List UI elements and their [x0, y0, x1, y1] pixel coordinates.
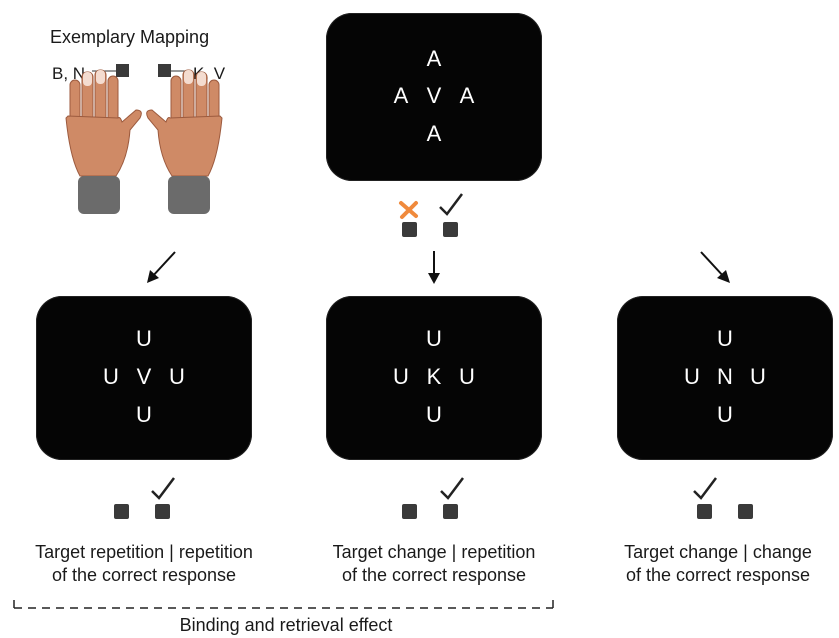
- probe3-caption-line1: Target change | change: [624, 542, 812, 562]
- probe2-caption-line1: Target change | repetition: [332, 542, 536, 562]
- prime-letter-top: A: [426, 46, 442, 71]
- prime-letter-left: A: [393, 83, 409, 108]
- probe1-caption-line1: Target repetition | repetition: [35, 542, 253, 562]
- probe2-letter-top: U: [426, 326, 442, 351]
- probe1-caption-line2: of the correct response: [51, 565, 237, 585]
- probe3-letter-right: U: [750, 364, 766, 389]
- probe3-key-left: [697, 504, 712, 519]
- cross-icon: [399, 201, 418, 219]
- probe1-letter-left: U: [103, 364, 119, 389]
- probe2-key-right: [443, 504, 458, 519]
- probe2-letter-left: U: [393, 364, 409, 389]
- probe3-letter-bottom: U: [717, 402, 733, 427]
- probe2-letter-bottom: U: [426, 402, 442, 427]
- mapping-title: Exemplary Mapping: [50, 27, 210, 47]
- bracket-label: Binding and retrieval effect: [179, 615, 393, 635]
- probe-screen-1: U U V U U: [36, 296, 252, 460]
- prime-key-left: [402, 222, 417, 237]
- probe1-key-right: [155, 504, 170, 519]
- hands-image: [65, 64, 223, 214]
- probe3-letter-left: U: [684, 364, 700, 389]
- checkmark-icon: [440, 477, 464, 500]
- prime-key-right: [443, 222, 458, 237]
- arrow-icon: [700, 251, 730, 283]
- prime-letter-right: A: [459, 83, 475, 108]
- probe3-letter-top: U: [717, 326, 733, 351]
- checkmark-icon: [439, 193, 463, 216]
- probe3-key-right: [738, 504, 753, 519]
- arrow-icon: [147, 251, 176, 283]
- probe1-letter-bottom: U: [136, 402, 152, 427]
- probe1-letter-right: U: [169, 364, 185, 389]
- effect-bracket: [13, 600, 554, 609]
- probe2-key-left: [402, 504, 417, 519]
- prime-screen: A A V A A: [326, 13, 542, 181]
- prime-letter-bottom: A: [426, 121, 442, 146]
- probe1-caption: Target repetition | repetition of the co…: [6, 541, 282, 587]
- probe2-letter-right: U: [459, 364, 475, 389]
- probe1-letter-center: V: [136, 364, 152, 389]
- prime-letter-center: V: [426, 83, 442, 108]
- probe2-caption: Target change | repetition of the correc…: [296, 541, 572, 587]
- checkmark-icon: [693, 477, 717, 500]
- probe1-letter-top: U: [136, 326, 152, 351]
- mapping-left-keys: B, N: [52, 64, 86, 83]
- checkmark-icon: [151, 477, 175, 500]
- probe-screen-3: U U N U U: [617, 296, 833, 460]
- arrow-icon: [428, 251, 440, 284]
- probe2-caption-line2: of the correct response: [341, 565, 527, 585]
- probe-screen-2: U U K U U: [326, 296, 542, 460]
- probe3-letter-center: N: [717, 364, 733, 389]
- probe1-key-left: [114, 504, 129, 519]
- probe3-caption-line2: of the correct response: [625, 565, 811, 585]
- probe3-caption: Target change | change of the correct re…: [600, 541, 836, 587]
- probe2-letter-center: K: [426, 364, 442, 389]
